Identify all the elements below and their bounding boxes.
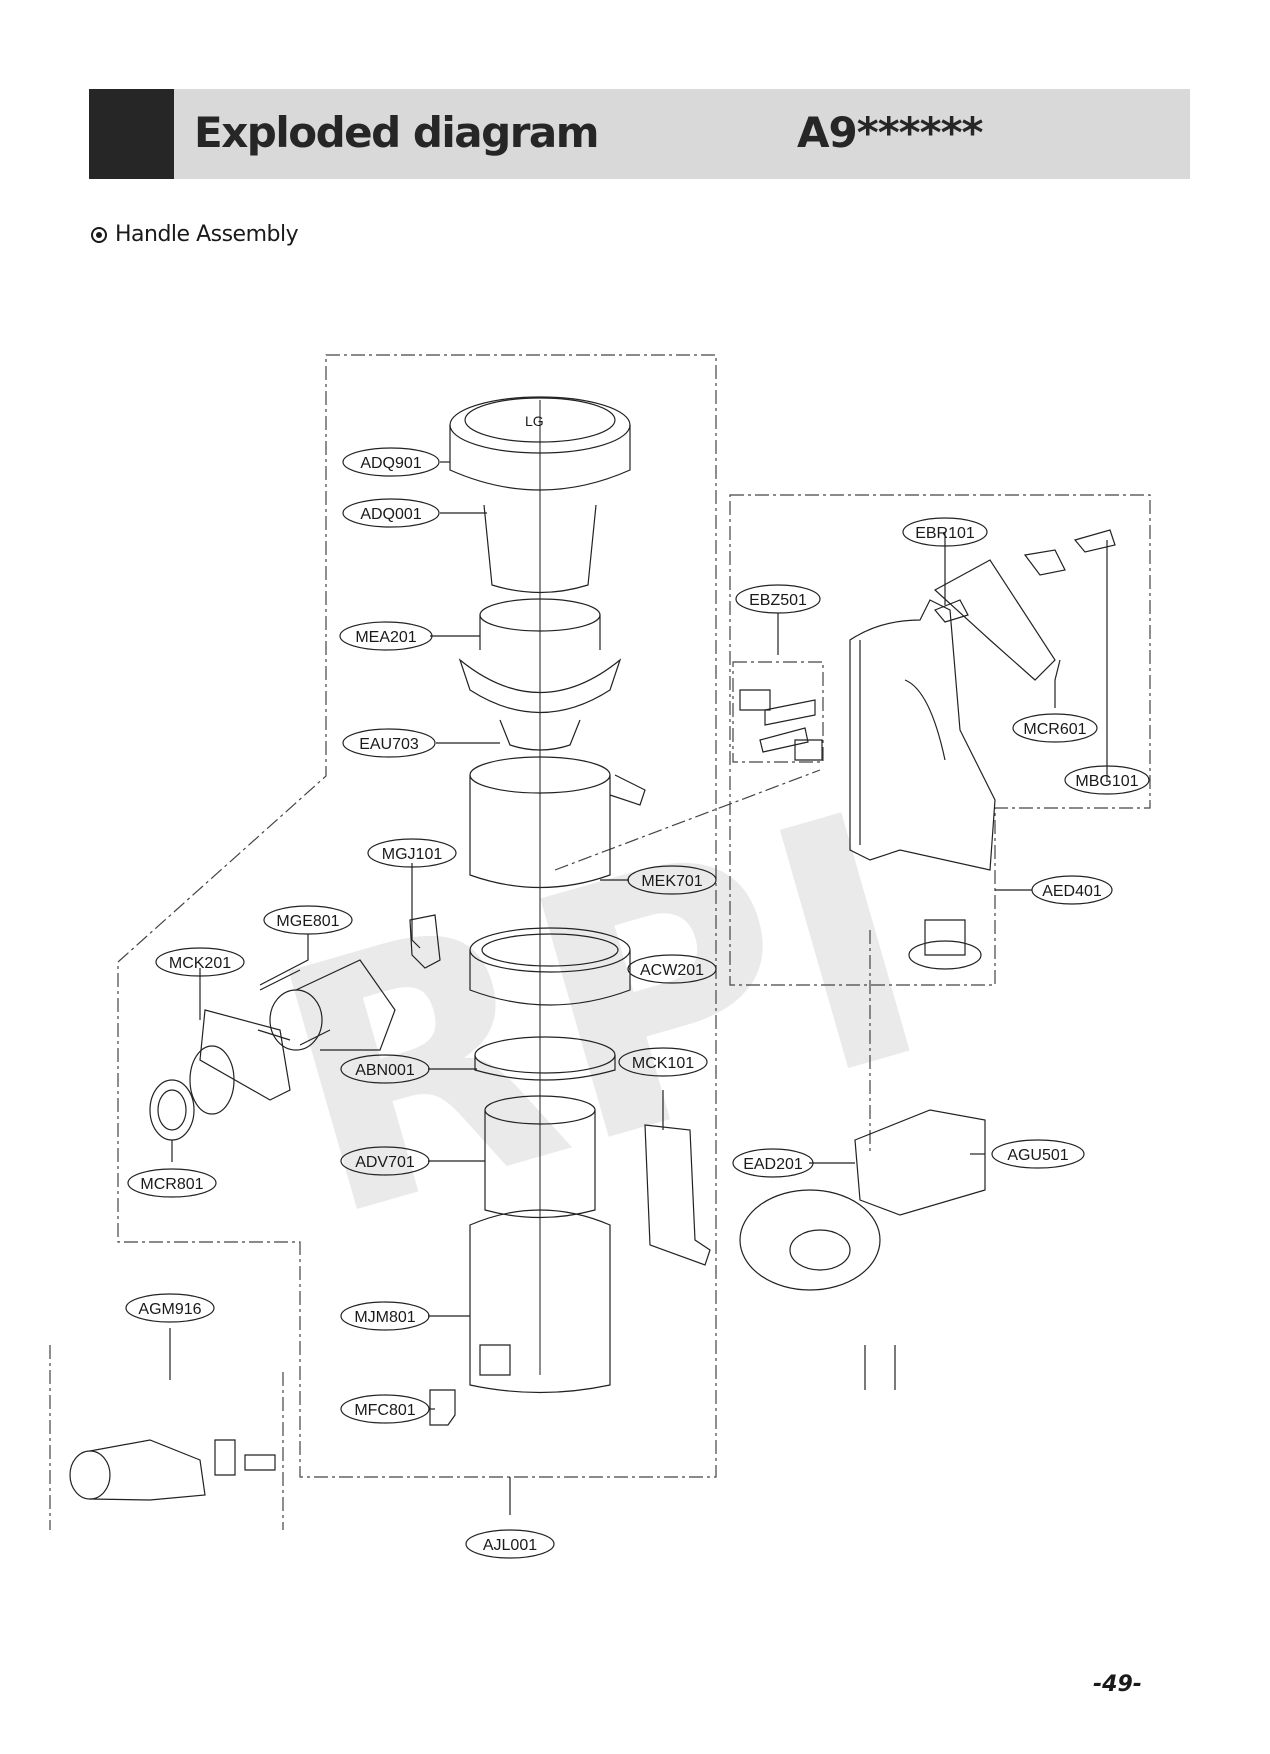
part-motor-top	[458, 598, 622, 751]
callout-AJL001: AJL001	[465, 1529, 555, 1559]
svg-text:ADV701: ADV701	[355, 1154, 415, 1171]
part-mck201-funnel	[189, 1009, 291, 1115]
header-block	[89, 89, 174, 179]
watermark: RPI	[240, 739, 962, 1295]
callout-MCK201: MCK201	[155, 947, 245, 977]
callout-MGE801: MGE801	[263, 905, 353, 935]
model-number: A9******	[797, 108, 984, 157]
part-agu501-base	[739, 1109, 986, 1390]
callout-MGJ101: MGJ101	[367, 838, 457, 868]
svg-text:ACW201: ACW201	[640, 962, 704, 979]
page-number: -49-	[1093, 1672, 1142, 1697]
callout-AGM916: AGM916	[125, 1293, 215, 1323]
callout-ABN001: ABN001	[340, 1054, 430, 1084]
page-title: Exploded diagram	[194, 108, 600, 157]
svg-text:EBR101: EBR101	[915, 525, 975, 542]
svg-text:MEK701: MEK701	[641, 873, 702, 890]
svg-text:MJM801: MJM801	[354, 1309, 415, 1326]
part-nozzle-mge	[257, 959, 396, 1051]
part-cyclone-upper	[469, 756, 646, 889]
svg-text:AED401: AED401	[1042, 883, 1102, 900]
callout-MCR801: MCR801	[127, 1168, 217, 1198]
svg-text:AJL001: AJL001	[483, 1537, 537, 1554]
part-ring	[469, 927, 631, 1081]
callout-ACW201: ACW201	[627, 954, 717, 984]
callout-MEA201: MEA201	[339, 621, 433, 651]
callout-ADV701: ADV701	[340, 1146, 430, 1176]
svg-text:ADQ001: ADQ001	[360, 506, 421, 523]
part-mcr801-cap	[149, 1079, 195, 1141]
part-side-bracket	[644, 1124, 711, 1266]
svg-text:MCK101: MCK101	[632, 1055, 694, 1072]
part-agm916-assembly	[69, 1439, 276, 1501]
part-ebr-switch	[934, 599, 969, 623]
callout-ADQ901: ADQ901	[342, 447, 440, 477]
callout-MEK701: MEK701	[627, 865, 717, 895]
callout-MFC801: MFC801	[340, 1394, 430, 1424]
svg-text:LG: LG	[525, 413, 544, 429]
callout-AED401: AED401	[1031, 875, 1113, 905]
svg-text:MCR801: MCR801	[140, 1176, 203, 1193]
part-ebz-pcb	[739, 689, 823, 761]
part-dust-bin	[469, 1095, 611, 1394]
svg-text:AGM916: AGM916	[138, 1301, 201, 1318]
part-filter-cap: LG	[449, 396, 631, 491]
header-bar	[89, 89, 1190, 179]
callout-labels: ADQ901 ADQ001 MEA201 EAU703 MGJ101 MGE80…	[125, 447, 1150, 1559]
callout-AGU501: AGU501	[991, 1139, 1085, 1169]
svg-text:MCR601: MCR601	[1023, 721, 1086, 738]
leader-lines	[169, 461, 1108, 1515]
svg-text:EBZ501: EBZ501	[749, 592, 807, 609]
callout-EBZ501: EBZ501	[735, 584, 821, 614]
part-mfc-clip	[429, 1389, 456, 1426]
svg-text:EAU703: EAU703	[359, 736, 419, 753]
section-heading: Handle Assembly	[91, 222, 299, 247]
svg-text:MCK201: MCK201	[169, 955, 231, 972]
part-mgj-seal	[409, 914, 441, 969]
svg-text:MEA201: MEA201	[355, 629, 416, 646]
svg-text:MFC801: MFC801	[354, 1402, 415, 1419]
part-filter-body	[483, 504, 597, 594]
part-button-cover	[1023, 529, 1116, 576]
part-handle-body	[849, 599, 996, 871]
svg-text:MGJ101: MGJ101	[382, 846, 443, 863]
svg-text:ADQ901: ADQ901	[360, 455, 421, 472]
callout-MCR601: MCR601	[1012, 713, 1098, 743]
svg-text:EAD201: EAD201	[743, 1156, 803, 1173]
callout-MBG101: MBG101	[1064, 765, 1150, 795]
section-title: Handle Assembly	[115, 222, 299, 247]
svg-text:MGE801: MGE801	[276, 913, 339, 930]
svg-text:ABN001: ABN001	[355, 1062, 415, 1079]
callout-ADQ001: ADQ001	[342, 498, 440, 528]
callout-MCK101: MCK101	[618, 1047, 708, 1077]
svg-text:AGU501: AGU501	[1007, 1147, 1068, 1164]
bullet-icon	[91, 226, 107, 243]
part-aed-connector	[908, 919, 982, 970]
callout-EAU703: EAU703	[342, 728, 436, 758]
callout-MJM801: MJM801	[340, 1301, 430, 1331]
callout-EAD201: EAD201	[732, 1148, 814, 1178]
svg-text:MBG101: MBG101	[1075, 773, 1138, 790]
callout-EBR101: EBR101	[902, 517, 988, 547]
part-trigger	[933, 559, 1056, 681]
